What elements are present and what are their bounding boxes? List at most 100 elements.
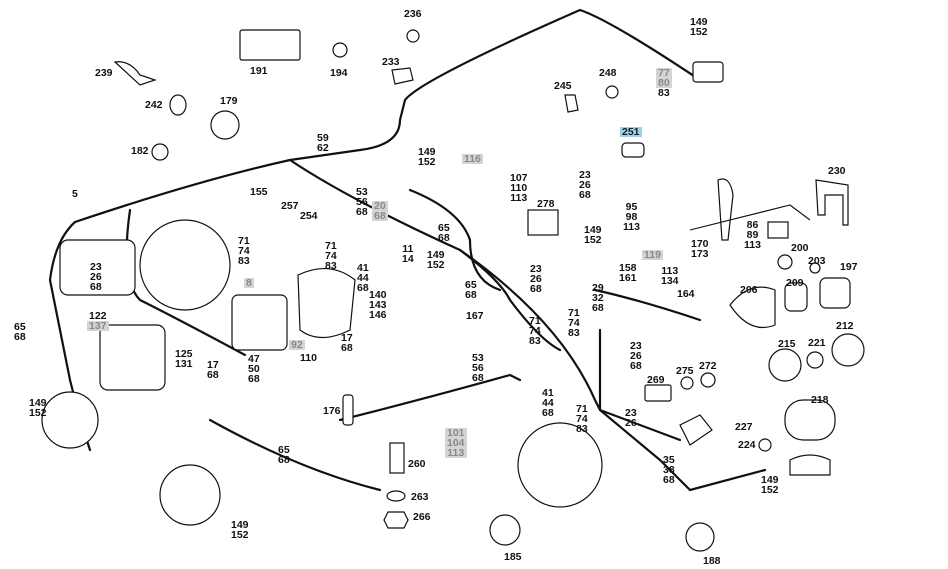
part-callout-263[interactable]: 263 xyxy=(409,492,431,503)
part-callout-200[interactable]: 200 xyxy=(789,243,811,254)
part-callout-215[interactable]: 215 xyxy=(776,339,798,350)
part-callout-245[interactable]: 245 xyxy=(552,81,574,92)
part-callout-176[interactable]: 176 xyxy=(321,406,343,417)
part-callout-260[interactable]: 260 xyxy=(406,459,428,470)
part-callout-239[interactable]: 239 xyxy=(93,68,115,79)
part-callout-188[interactable]: 188 xyxy=(701,556,723,567)
part-callout-224[interactable]: 224 xyxy=(736,440,758,451)
grommet-185 xyxy=(489,514,521,546)
part-callout-248[interactable]: 248 xyxy=(597,68,619,79)
part-callout-119[interactable]: 119 xyxy=(642,250,663,260)
part-callout-266[interactable]: 266 xyxy=(411,512,433,523)
part-number: 71 xyxy=(576,403,588,415)
part-callout-203[interactable]: 203 xyxy=(806,256,828,267)
part-number: 14 xyxy=(402,253,414,265)
part-callout-179[interactable]: 179 xyxy=(218,96,240,107)
part-callout-251[interactable]: 251 xyxy=(620,127,642,137)
part-callout-269[interactable]: 269 xyxy=(645,375,667,386)
part-callout-212[interactable]: 212 xyxy=(834,321,856,332)
part-number: 227 xyxy=(735,421,753,433)
part-callout-242[interactable]: 242 xyxy=(143,100,165,111)
part-callout-275[interactable]: 275 xyxy=(674,366,696,377)
part-callout-8[interactable]: 8 xyxy=(244,278,254,288)
part-callout-230[interactable]: 230 xyxy=(826,166,848,177)
part-callout-254[interactable]: 254 xyxy=(298,210,320,222)
shift-lever xyxy=(717,178,734,241)
part-callout-209[interactable]: 209 xyxy=(784,278,806,289)
part-callout-164[interactable]: 164 xyxy=(675,289,697,300)
part-callout-227[interactable]: 227 xyxy=(733,421,755,433)
screw-236 xyxy=(406,29,420,43)
part-callout-116[interactable]: 116 xyxy=(462,154,483,164)
part-callout-155[interactable]: 155 xyxy=(248,187,270,198)
part-callout-218[interactable]: 218 xyxy=(809,395,831,406)
part-callout-236[interactable]: 236 xyxy=(402,9,424,20)
part-callout-197[interactable]: 197 xyxy=(838,262,860,273)
part-callout-206[interactable]: 206 xyxy=(738,285,760,296)
switch-unlabeled xyxy=(679,414,713,446)
part-callout-5[interactable]: 5 xyxy=(70,189,80,200)
part-callout-92[interactable]: 92 xyxy=(289,340,305,350)
part-callout-167[interactable]: 167 xyxy=(464,311,486,322)
part-callout-185[interactable]: 185 xyxy=(502,552,524,563)
part-callout-191[interactable]: 191 xyxy=(248,66,270,77)
part-callout-257[interactable]: 257 xyxy=(279,201,301,212)
part-number: 254 xyxy=(300,210,318,222)
part-callout-272[interactable]: 272 xyxy=(697,361,719,372)
part-number: 278 xyxy=(537,198,555,210)
part-number: 8 xyxy=(244,277,254,289)
part-callout-182[interactable]: 182 xyxy=(129,146,151,157)
bolt-200 xyxy=(777,254,793,270)
part-callout-194[interactable]: 194 xyxy=(328,68,350,79)
part-callout-233[interactable]: 233 xyxy=(380,57,402,68)
part-callout-278[interactable]: 278 xyxy=(535,198,557,210)
part-callout-221[interactable]: 221 xyxy=(806,338,828,349)
part-callout-110[interactable]: 110 xyxy=(298,353,319,364)
part-number: 74 xyxy=(529,325,541,337)
